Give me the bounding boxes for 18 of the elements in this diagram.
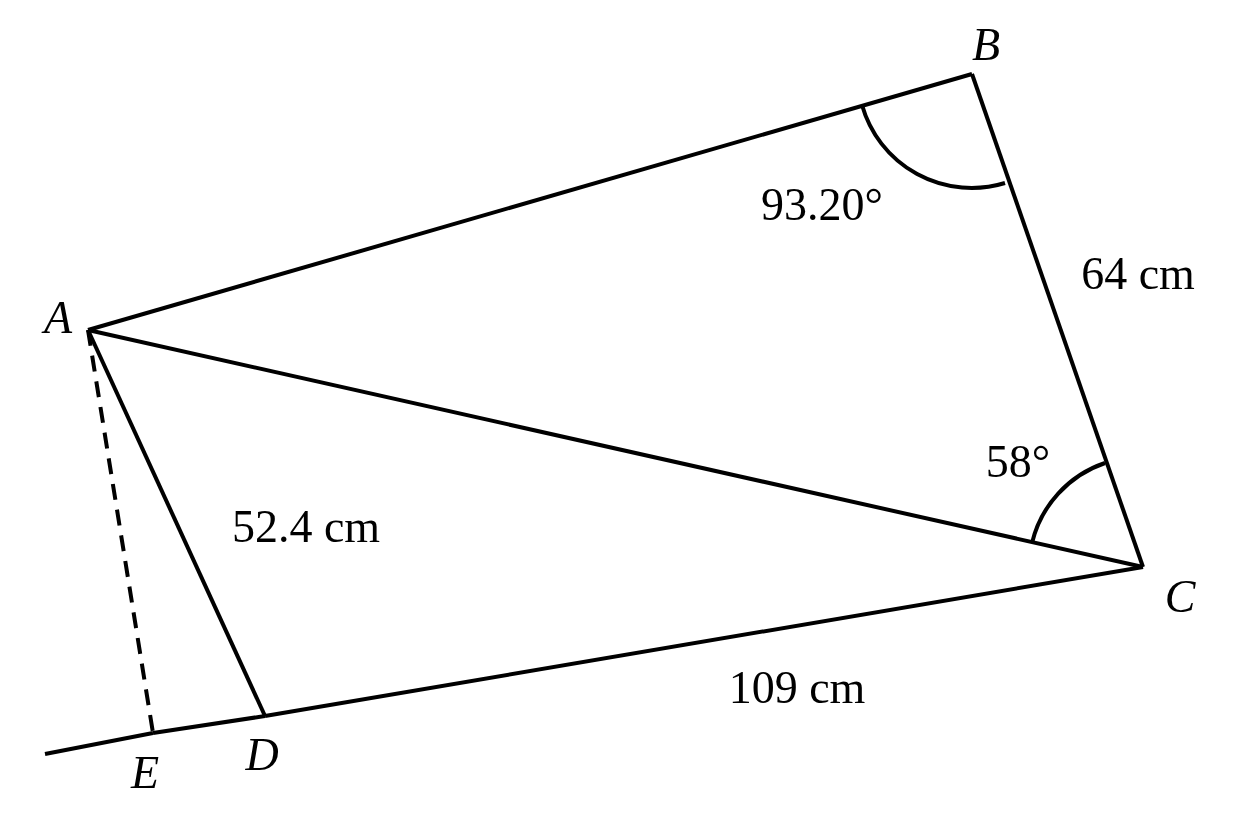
line-segment (152, 714, 266, 735)
dashed-line (86, 329, 155, 734)
line-segment (87, 72, 973, 332)
point-label: C (1164, 574, 1196, 620)
angle-label: 93.20° (761, 182, 883, 228)
line-segment (264, 565, 1144, 718)
length-label: 52.4 cm (231, 504, 381, 550)
point-label: A (43, 295, 73, 341)
point-label: E (130, 750, 160, 796)
angle-label: 58° (985, 439, 1051, 485)
line-segment (970, 73, 1145, 568)
length-label: 109 cm (728, 665, 866, 711)
line-segment (44, 731, 154, 756)
length-label: 64 cm (1081, 251, 1195, 297)
point-label: D (245, 732, 279, 778)
line-segment (86, 329, 267, 717)
line-segment (87, 328, 1144, 569)
point-label: B (971, 22, 1001, 68)
